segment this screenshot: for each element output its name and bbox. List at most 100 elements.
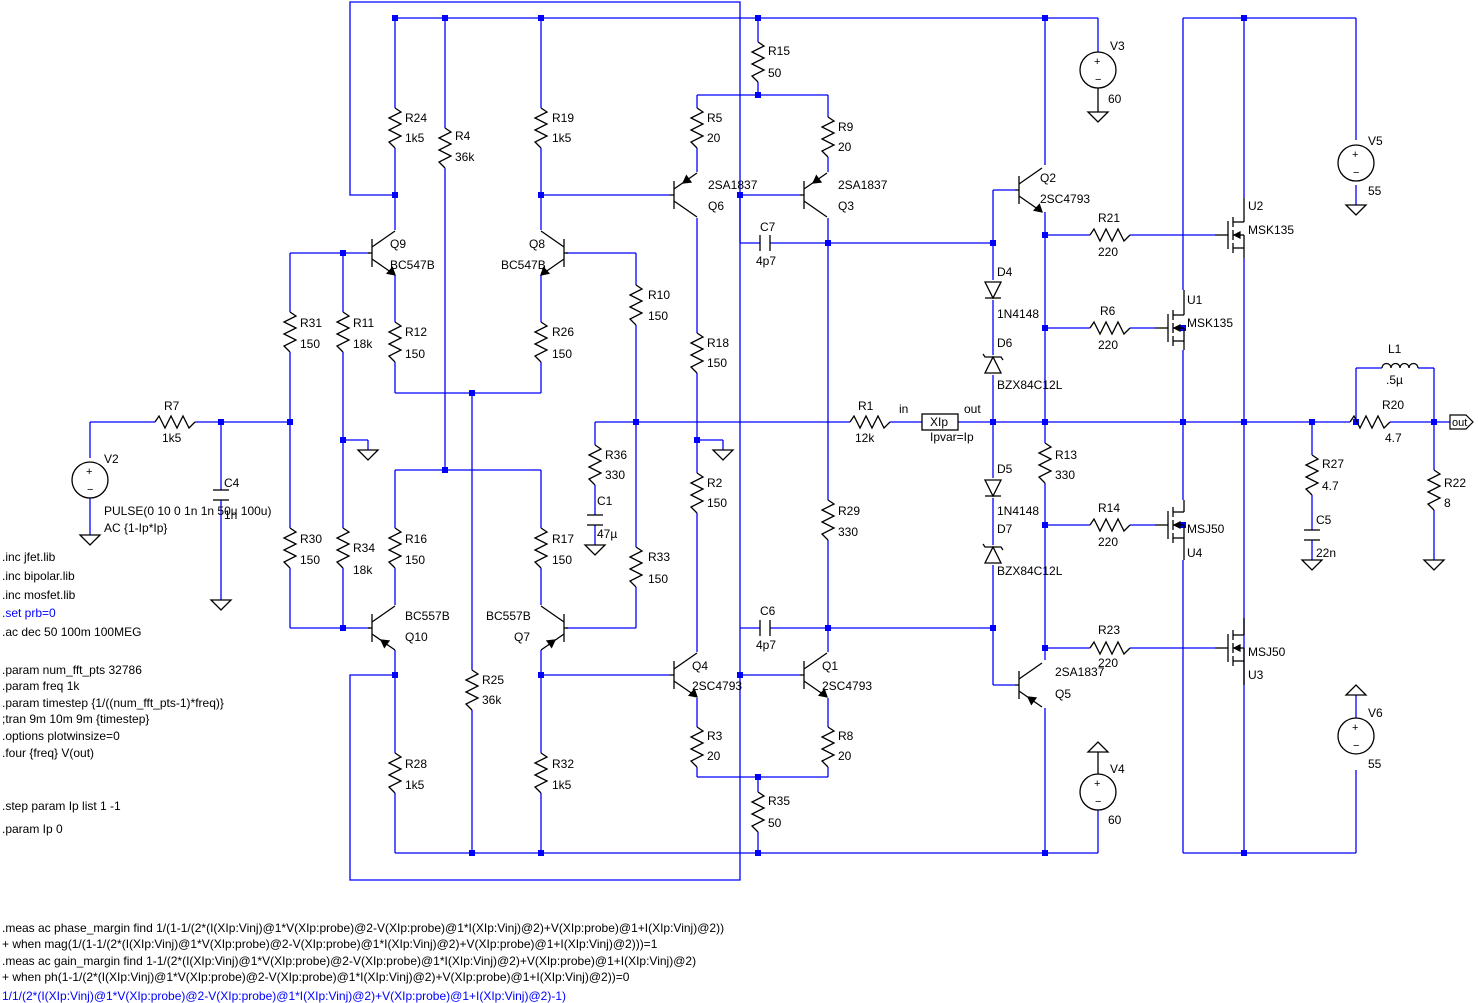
directive: .ac dec 50 100m 100MEG [2, 625, 141, 639]
zener-d6[interactable] [982, 353, 1004, 374]
svg-text:1k5: 1k5 [405, 131, 425, 145]
resistor-r24[interactable] [387, 107, 403, 149]
zener-d7[interactable] [982, 543, 1004, 564]
resistor-r10[interactable] [628, 284, 644, 326]
svg-text:L1: L1 [1388, 342, 1402, 356]
svg-text:R35: R35 [768, 794, 790, 808]
transistor-q7[interactable] [540, 605, 568, 651]
resistor-r33[interactable] [628, 546, 644, 588]
resistor-r14[interactable] [1089, 517, 1131, 533]
transistor-q4[interactable] [670, 652, 698, 698]
resistor-r16[interactable] [387, 527, 403, 569]
svg-text:C7: C7 [760, 220, 776, 234]
resistor-r28[interactable] [387, 752, 403, 794]
capacitor-c6[interactable] [759, 620, 771, 636]
resistor-r7[interactable] [154, 414, 196, 430]
svg-text:MSK135: MSK135 [1187, 316, 1233, 330]
svg-text:R20: R20 [1382, 398, 1404, 412]
directive: .four {freq} V(out) [2, 746, 94, 760]
probe-xip[interactable]: XIp [921, 413, 959, 431]
source-v6[interactable]: +− [1337, 717, 1375, 755]
svg-text:R13: R13 [1055, 448, 1077, 462]
resistor-r35[interactable] [750, 791, 766, 833]
resistor-r36[interactable] [587, 444, 603, 486]
mosfet-u4[interactable] [1155, 500, 1185, 560]
capacitor-c7[interactable] [759, 235, 771, 251]
resistor-r17[interactable] [533, 527, 549, 569]
resistor-r3[interactable] [689, 726, 705, 768]
svg-text:R5: R5 [707, 111, 723, 125]
capacitor-c1[interactable] [587, 514, 603, 526]
capacitor-c5[interactable] [1304, 529, 1320, 541]
resistor-r20[interactable] [1349, 414, 1391, 430]
svg-text:Q7: Q7 [514, 630, 530, 644]
inductor-l1[interactable] [1381, 362, 1419, 369]
transistor-q6[interactable] [670, 172, 698, 218]
net-label-in: in [899, 402, 908, 416]
transistor-q5[interactable] [1015, 662, 1043, 708]
diode-d4[interactable] [983, 281, 1003, 300]
resistor-r18[interactable] [689, 332, 705, 374]
resistor-r32[interactable] [533, 752, 549, 794]
resistor-r15[interactable] [750, 41, 766, 83]
svg-text:−: − [87, 484, 93, 496]
source-v4[interactable]: +− [1079, 773, 1117, 811]
svg-text:47µ: 47µ [597, 527, 617, 541]
svg-text:1N4148: 1N4148 [997, 307, 1039, 321]
mosfet-u2[interactable] [1215, 198, 1245, 258]
resistor-r22[interactable] [1426, 469, 1442, 511]
transistor-q9[interactable] [368, 230, 396, 276]
resistor-r30[interactable] [282, 527, 298, 569]
svg-text:Q5: Q5 [1055, 687, 1071, 701]
transistor-q8[interactable] [540, 230, 568, 276]
diode-d5[interactable] [983, 479, 1003, 498]
resistor-r21[interactable] [1089, 227, 1131, 243]
svg-text:Q8: Q8 [529, 237, 545, 251]
probe-ref: XIp [930, 415, 948, 429]
svg-text:R34: R34 [353, 541, 375, 555]
resistor-r2[interactable] [689, 472, 705, 514]
resistor-r26[interactable] [533, 321, 549, 363]
source-v2[interactable]: +− [71, 461, 109, 499]
resistor-r6[interactable] [1089, 320, 1131, 336]
svg-text:R14: R14 [1098, 501, 1120, 515]
transistor-q10[interactable] [368, 605, 396, 651]
resistor-r8[interactable] [820, 726, 836, 768]
output-port[interactable]: out [1449, 414, 1474, 430]
resistor-r5[interactable] [689, 107, 705, 149]
resistor-r19[interactable] [533, 107, 549, 149]
resistor-r31[interactable] [282, 311, 298, 353]
resistor-r9[interactable] [820, 116, 836, 158]
transistor-q1[interactable] [800, 652, 828, 698]
svg-text:1k5: 1k5 [405, 778, 425, 792]
mosfet-u3[interactable] [1215, 618, 1245, 685]
capacitor-c4[interactable] [213, 489, 229, 501]
diodes [982, 281, 1004, 564]
svg-text:+: + [1352, 722, 1358, 734]
junctions [218, 15, 1437, 856]
svg-text:55: 55 [1368, 184, 1382, 198]
svg-text:BC547B: BC547B [501, 258, 546, 272]
meas-directive: .meas ac phase_margin find 1/(1-1/(2*(I(… [2, 921, 724, 935]
svg-text:R32: R32 [552, 757, 574, 771]
resistor-r23[interactable] [1089, 640, 1131, 656]
resistor-r1[interactable] [849, 414, 891, 430]
resistor-r34[interactable] [335, 527, 351, 569]
transistor-q3[interactable] [800, 172, 828, 218]
resistor-r29[interactable] [820, 499, 836, 541]
resistor-r11[interactable] [335, 311, 351, 353]
transistor-q2[interactable] [1015, 167, 1043, 213]
resistor-r12[interactable] [387, 321, 403, 363]
source-v3[interactable]: +− [1079, 51, 1117, 89]
resistor-r13[interactable] [1037, 442, 1053, 484]
svg-text:Q2: Q2 [1040, 171, 1056, 185]
resistor-r25[interactable] [464, 669, 480, 711]
directive: .param Ip 0 [2, 822, 63, 836]
transistors [368, 167, 1043, 708]
resistor-r27[interactable] [1304, 454, 1320, 496]
mosfet-u1[interactable] [1155, 290, 1185, 350]
source-v5[interactable]: +− [1337, 144, 1375, 182]
resistor-r4[interactable] [437, 127, 453, 169]
svg-text:R6: R6 [1100, 304, 1116, 318]
svg-text:330: 330 [605, 468, 625, 482]
